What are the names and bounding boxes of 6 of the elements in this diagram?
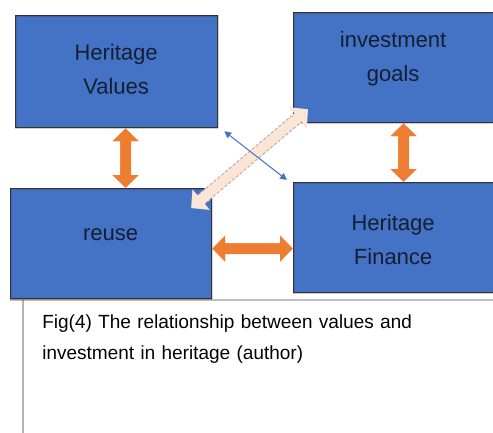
process-box: Heritage Values xyxy=(15,15,218,128)
caption: Fig(4) The relationship between values and investment in heritage (author) xyxy=(43,314,411,363)
arrow xyxy=(191,107,308,210)
process-box: reuse xyxy=(10,188,212,300)
process-box: Heritage Finance xyxy=(293,182,493,294)
process-box: investment goals xyxy=(293,12,493,124)
